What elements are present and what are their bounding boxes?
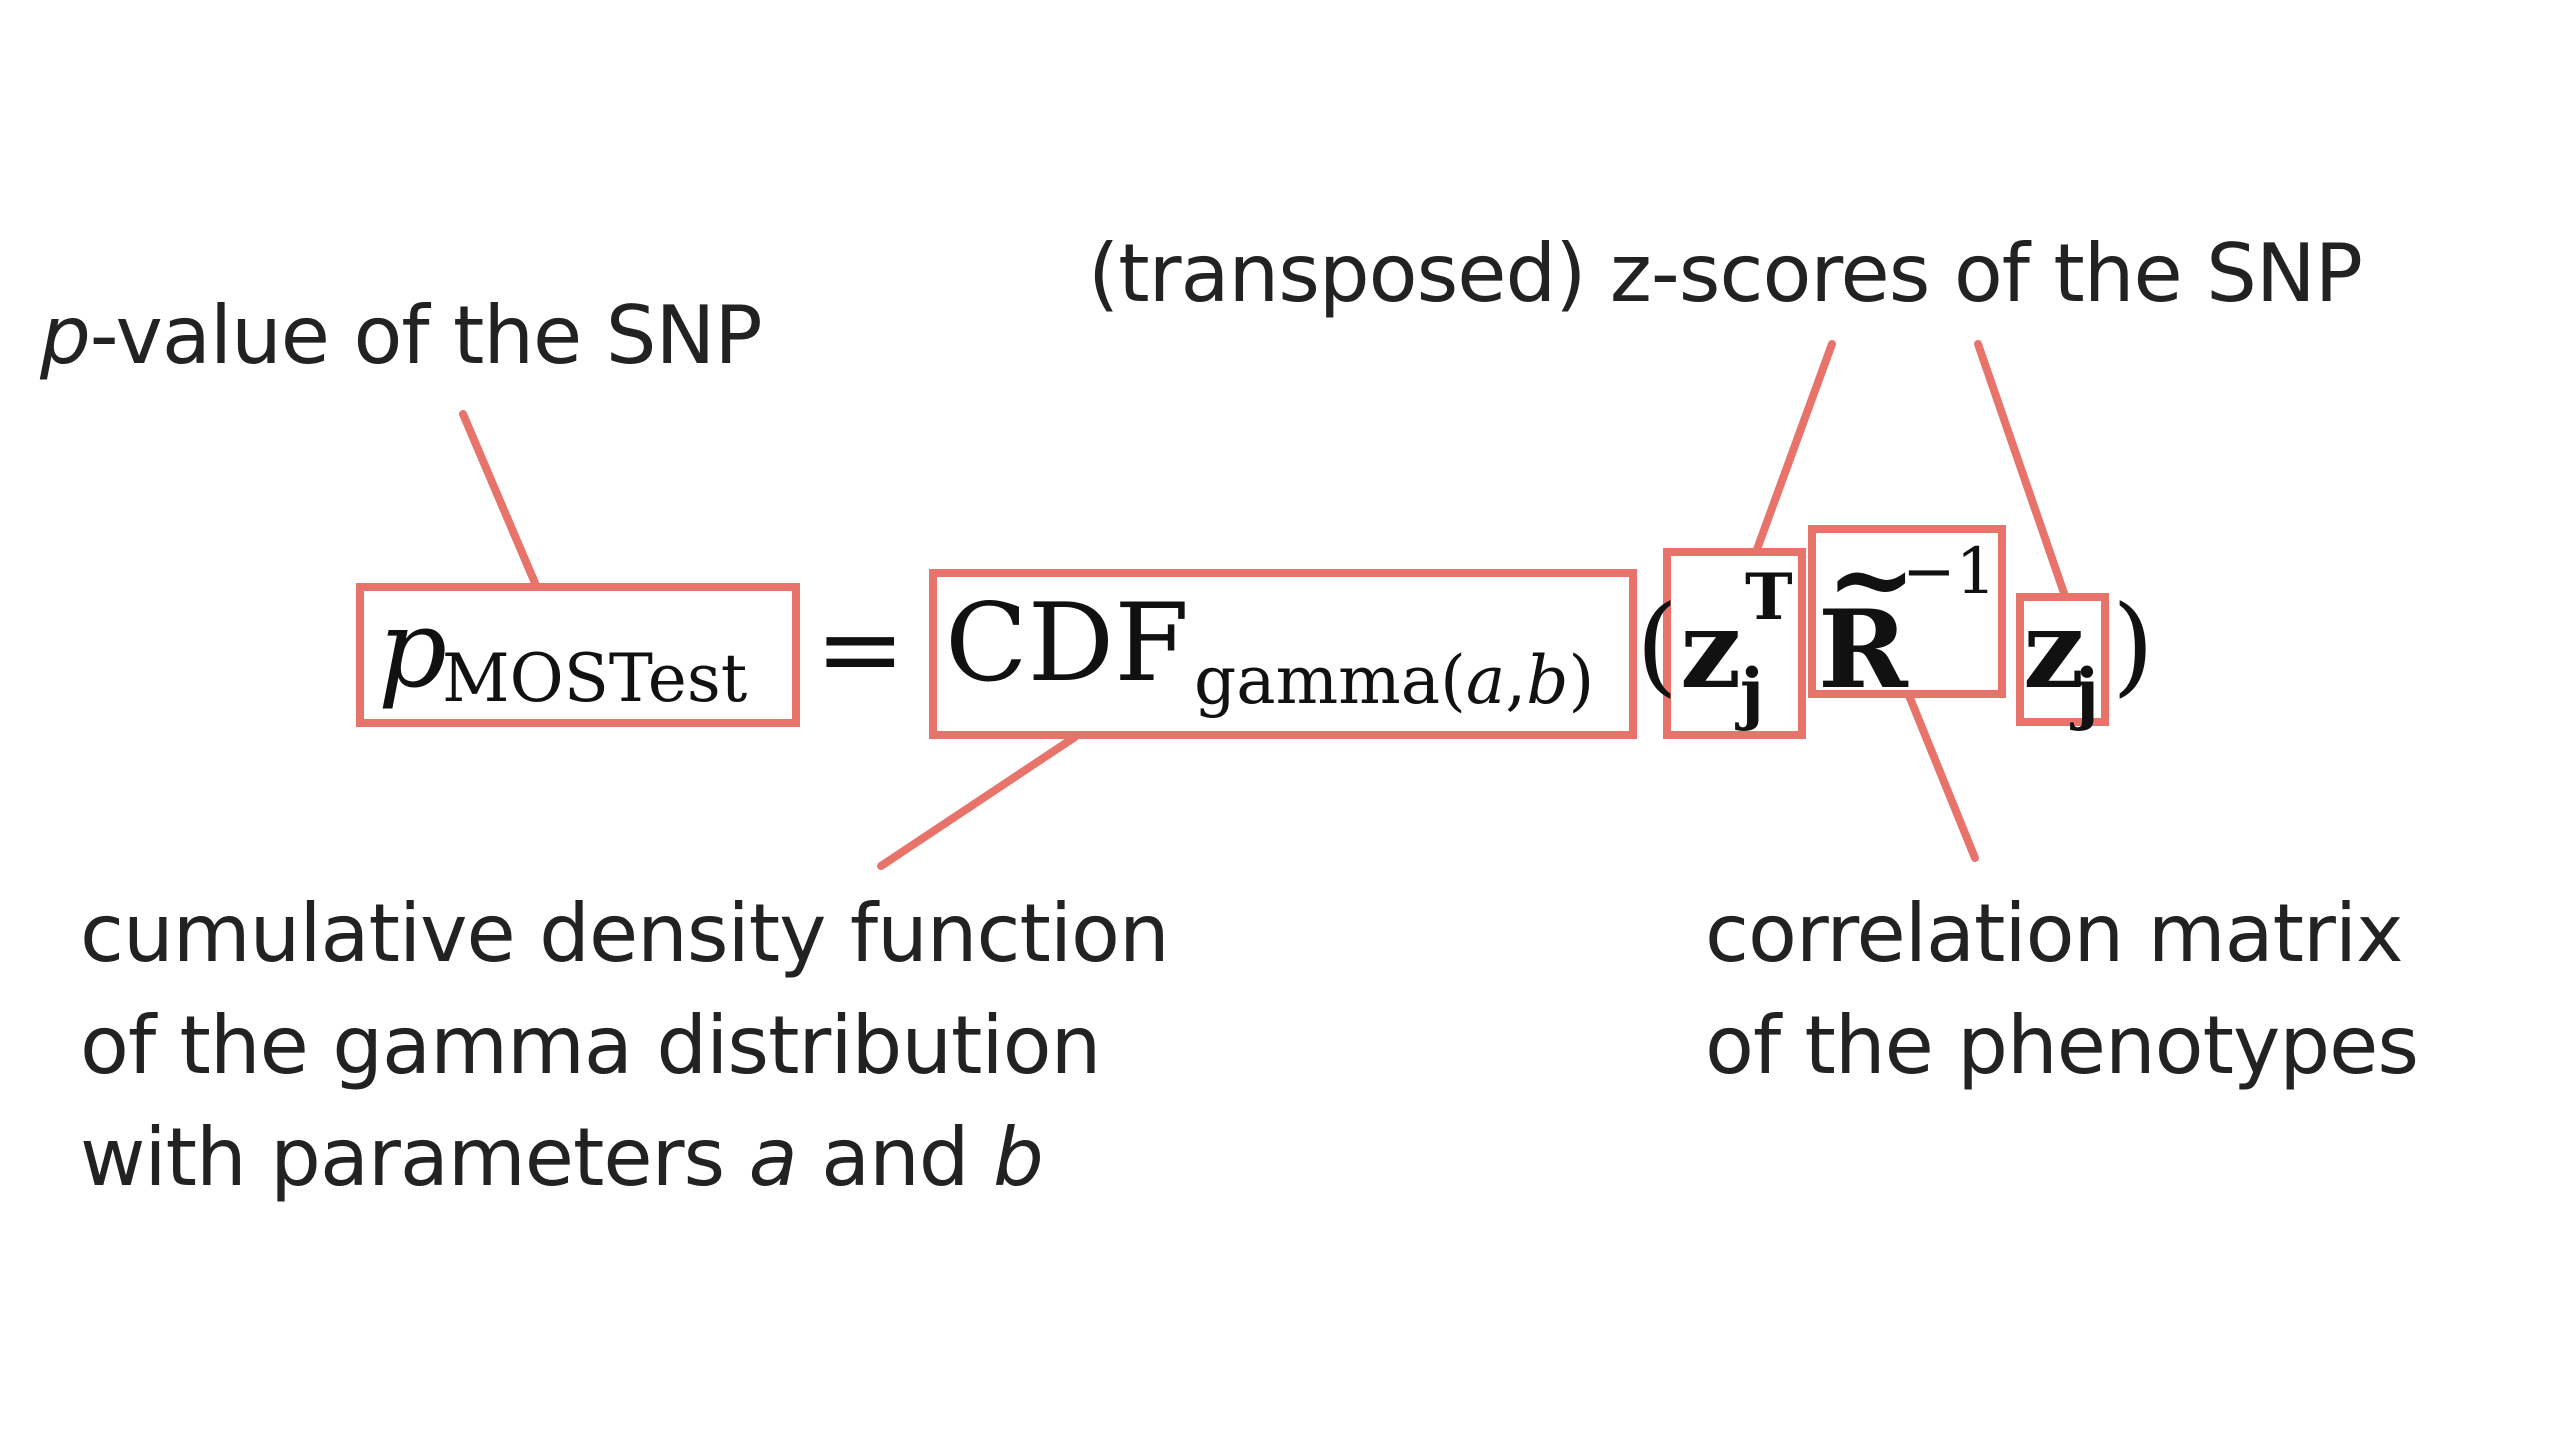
corr-annotation: correlation matrix of the phenotypes (1705, 878, 2419, 1102)
formula-cdf-sub-suffix: ) (1568, 642, 1595, 719)
cdf-label-line3: with parameters a and b (80, 1102, 1169, 1214)
formula-cdf-subscript: gamma(a,b) (1194, 648, 1594, 714)
pvalue-connector (459, 410, 539, 587)
formula-z-transposed: z (1680, 587, 1742, 713)
cdf-connector (877, 733, 1079, 870)
formula-r-superscript: −1 (1902, 535, 1997, 609)
formula-cdf-sub-b: b (1526, 642, 1569, 719)
formula-z-transposed-subscript: j (1740, 654, 1764, 732)
pvalue-annotation: p-value of the SNP (40, 280, 763, 392)
formula-close-paren: ) (2112, 583, 2155, 708)
formula-z-subscript: j (2075, 654, 2099, 732)
cdf-label-line3-prefix: with parameters (80, 1111, 749, 1204)
formula-cdf-sub-comma: , (1505, 642, 1527, 719)
zscores-annotation: (transposed) z-scores of the SNP (1088, 218, 2363, 330)
formula-r-tilde: ~ (1826, 516, 1917, 642)
pvalue-italic-p: p (40, 289, 91, 382)
cdf-label-line1: cumulative density function (80, 887, 1170, 980)
corr-connector (1906, 694, 1979, 862)
formula-p-subscript: MOSTest (442, 640, 748, 717)
formula-z-transposed-superscript: T (1745, 560, 1793, 635)
cdf-label-param-a: a (748, 1111, 798, 1204)
formula-cdf-sub-prefix: gamma( (1194, 642, 1466, 719)
formula-open-paren: ( (1636, 583, 1679, 708)
formula-p: p (378, 587, 448, 712)
cdf-label-line2: of the gamma distribution (80, 999, 1101, 1092)
corr-label-line2: of the phenotypes (1705, 999, 2419, 1092)
corr-label-line1: correlation matrix (1705, 887, 2403, 980)
cdf-label-line3-mid: and (796, 1111, 994, 1204)
z-connector (1974, 340, 2069, 600)
z-transposed-connector (1752, 340, 1836, 556)
p-mostest-box (356, 583, 800, 727)
cdf-annotation: cumulative density function of the gamma… (80, 878, 1170, 1214)
formula-cdf: CDF (945, 581, 1190, 706)
formula-r: R (1818, 587, 1908, 713)
formula-z: z (2023, 587, 2085, 713)
r-inverse-box (1808, 525, 2006, 698)
zscores-label-text: (transposed) z-scores of the SNP (1088, 227, 2363, 320)
cdf-label-param-b: b (993, 1111, 1044, 1204)
cdf-box (929, 569, 1637, 739)
formula-cdf-sub-a: a (1465, 642, 1506, 719)
formula-equals: = (815, 587, 906, 712)
pvalue-label-text: -value of the SNP (89, 289, 763, 382)
z-transposed-box (1663, 548, 1806, 739)
